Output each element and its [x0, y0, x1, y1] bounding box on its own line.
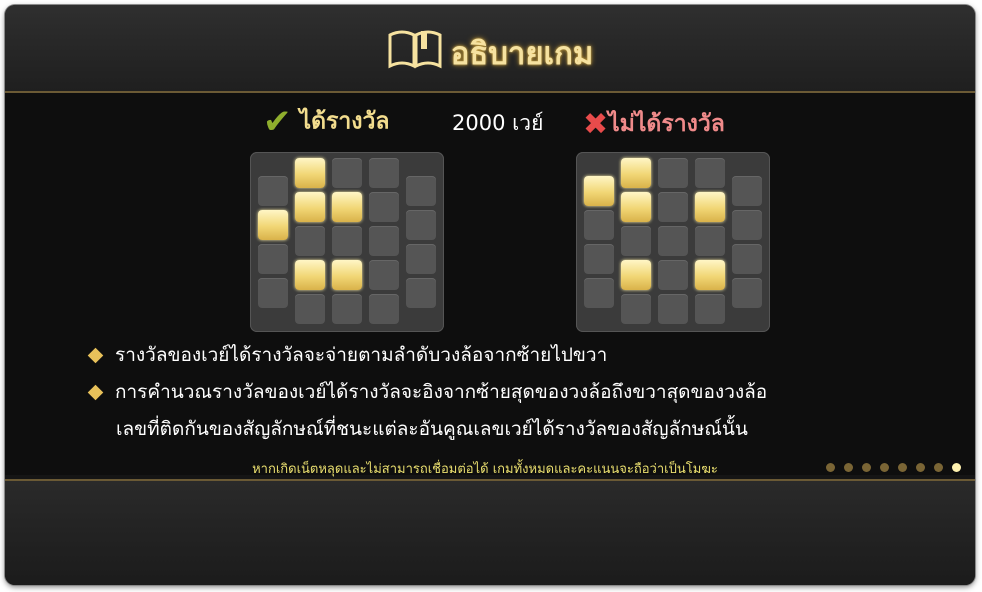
- symbol-slot: [621, 294, 651, 324]
- symbol-slot: [258, 244, 288, 274]
- page-title: อธิบายเกม: [5, 27, 975, 79]
- symbol-slot: [658, 294, 688, 324]
- symbol-slot: [584, 210, 614, 240]
- book-icon: [387, 27, 443, 79]
- page-dot[interactable]: [934, 463, 943, 472]
- game-info-panel: อธิบายเกม: [5, 5, 975, 585]
- symbol-slot: [658, 260, 688, 290]
- symbol-slot: [584, 244, 614, 274]
- symbol-highlighted: [295, 158, 325, 188]
- lose-example-grid: [576, 152, 770, 332]
- symbol-highlighted: [258, 210, 288, 240]
- page-dot[interactable]: [916, 463, 925, 472]
- symbol-slot: [369, 294, 399, 324]
- cross-icon: ✖: [583, 107, 609, 142]
- symbol-slot: [695, 226, 725, 256]
- rule-text: รางวัลของเวย์ได้รางวัลจะจ่ายตามลำดับวงล้…: [115, 344, 608, 366]
- symbol-slot: [658, 192, 688, 222]
- check-icon: ✔: [263, 102, 292, 142]
- win-example-grid: [250, 152, 444, 332]
- rule-item-continued: เลขที่ติดกันของสัญลักษณ์ที่ชนะแต่ละอันคู…: [116, 412, 748, 447]
- page-dot[interactable]: [844, 463, 853, 472]
- title-text: อธิบายเกม: [450, 36, 594, 72]
- symbol-highlighted: [295, 192, 325, 222]
- bet-ways-label: 2000 เวย์: [452, 111, 544, 135]
- symbol-slot: [295, 294, 325, 324]
- panel-header: อธิบายเกม: [5, 5, 975, 93]
- symbol-slot: [621, 226, 651, 256]
- symbol-slot: [258, 176, 288, 206]
- symbol-highlighted: [695, 192, 725, 222]
- symbol-slot: [369, 192, 399, 222]
- symbol-slot: [406, 278, 436, 308]
- symbol-highlighted: [621, 158, 651, 188]
- symbol-slot: [732, 176, 762, 206]
- page-dot[interactable]: [952, 463, 961, 472]
- symbol-slot: [406, 210, 436, 240]
- symbol-slot: [369, 158, 399, 188]
- rule-text: การคำนวณรางวัลของเวย์ได้รางวัลจะอิงจากซ้…: [115, 381, 768, 403]
- page-dot[interactable]: [826, 463, 835, 472]
- panel-footer: [5, 479, 975, 585]
- symbol-slot: [406, 244, 436, 274]
- disconnect-warning: หากเกิดเน็ตหลุดและไม่สามารถเชื่อมต่อได้ …: [252, 462, 718, 477]
- content-area: [5, 93, 975, 475]
- diamond-bullet-icon: [87, 347, 104, 364]
- symbol-slot: [258, 278, 288, 308]
- rule-text: เลขที่ติดกันของสัญลักษณ์ที่ชนะแต่ละอันคู…: [116, 418, 748, 440]
- symbol-highlighted: [584, 176, 614, 206]
- rule-item: รางวัลของเวย์ได้รางวัลจะจ่ายตามลำดับวงล้…: [87, 338, 608, 373]
- symbol-slot: [584, 278, 614, 308]
- rule-item: การคำนวณรางวัลของเวย์ได้รางวัลจะอิงจากซ้…: [87, 375, 768, 410]
- symbol-highlighted: [332, 260, 362, 290]
- win-label: ✔ ได้รางวัล: [263, 102, 390, 142]
- win-label-text: ได้รางวัล: [299, 108, 390, 135]
- symbol-slot: [369, 260, 399, 290]
- symbol-slot: [332, 158, 362, 188]
- symbol-highlighted: [621, 192, 651, 222]
- symbol-highlighted: [332, 192, 362, 222]
- symbol-slot: [732, 278, 762, 308]
- diamond-bullet-icon: [87, 384, 104, 401]
- symbol-highlighted: [621, 260, 651, 290]
- page-dot[interactable]: [898, 463, 907, 472]
- lose-label-text: ไม่ได้รางวัล: [608, 111, 725, 137]
- symbol-slot: [406, 176, 436, 206]
- symbol-slot: [732, 244, 762, 274]
- symbol-slot: [732, 210, 762, 240]
- symbol-slot: [658, 158, 688, 188]
- symbol-slot: [332, 294, 362, 324]
- symbol-highlighted: [695, 260, 725, 290]
- symbol-slot: [695, 158, 725, 188]
- symbol-slot: [332, 226, 362, 256]
- symbol-slot: [295, 226, 325, 256]
- symbol-slot: [658, 226, 688, 256]
- lose-label: ✖ไม่ได้รางวัล: [583, 106, 725, 142]
- symbol-slot: [695, 294, 725, 324]
- symbol-slot: [369, 226, 399, 256]
- symbol-highlighted: [295, 260, 325, 290]
- page-dot[interactable]: [862, 463, 871, 472]
- page-dot[interactable]: [880, 463, 889, 472]
